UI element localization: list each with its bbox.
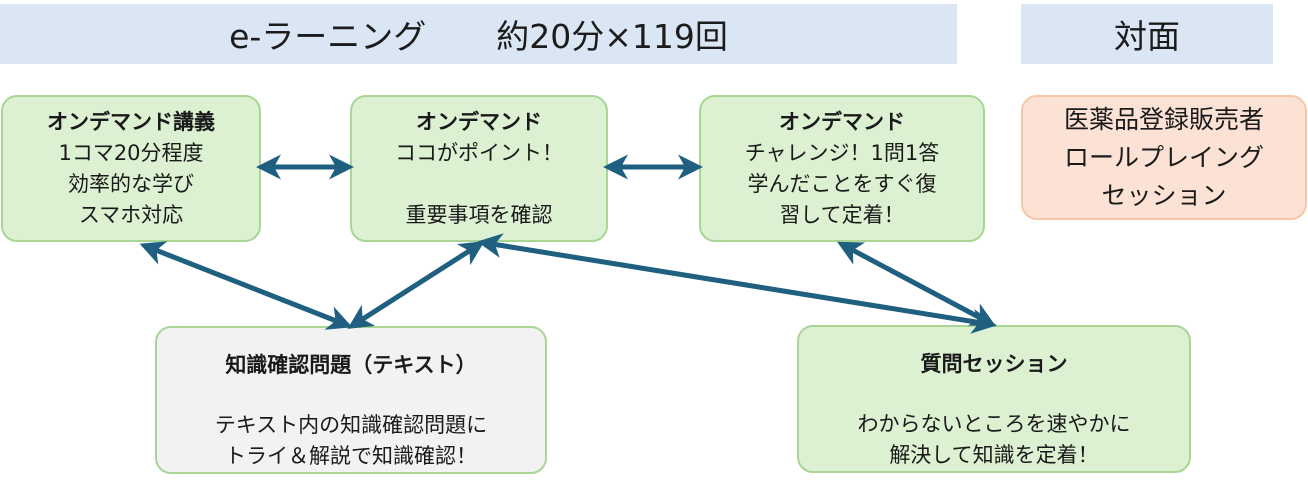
arrow-point-text [347,241,485,329]
box-line: わからないところを速やかに [857,412,1131,436]
box-title: オンデマンド講義 [47,109,215,134]
box-title: 質問セッション [920,352,1068,376]
box-title: 知識確認問題（テキスト） [225,353,477,377]
box-line: セッション [1101,180,1227,210]
box-line: チャレンジ！1問1答 [744,140,940,165]
elearning-banner: e-ラーニング 約20分×119回 [0,4,957,64]
arrow-lecture-text [139,241,353,330]
on-demand-challenge-box: オンデマンド チャレンジ！1問1答 学んだことをすぐ復 習して定着！ [699,95,985,242]
box-line: 重要事項を確認 [405,202,553,227]
box-line: 1コマ20分程度 [58,140,204,165]
box-title: オンデマンド [779,109,905,134]
box-line: スマホ対応 [78,202,184,227]
box-title: オンデマンド [416,109,542,134]
box-line: ロールプレイング [1063,142,1264,172]
text-quiz-box: 知識確認問題（テキスト） テキスト内の知識確認問題に トライ＆解説で知識確認！ [155,326,547,474]
box-line: テキスト内の知識確認問題に [214,413,488,437]
box-line: 習して定着！ [779,202,905,227]
box-line: 解決して知識を定着！ [889,443,1099,467]
question-session-box: 質問セッション わからないところを速やかに 解決して知識を定着！ [797,325,1191,473]
box-line: 学んだことをすぐ復 [747,171,937,196]
elearning-label: e-ラーニング [229,17,427,56]
elearning-detail: 約20分×119回 [496,17,728,56]
box-line: ココがポイント！ [395,140,563,165]
face-to-face-label: 対面 [1114,17,1180,56]
box-line: 医薬品登録販売者 [1063,104,1264,134]
box-line: トライ＆解説で知識確認！ [225,444,477,468]
roleplay-session-box: 医薬品登録販売者 ロールプレイング セッション [1021,95,1307,220]
arrow-challenge-question [837,241,996,327]
box-line: 効率的な学び [68,171,194,196]
on-demand-point-box: オンデマンド ココがポイント！ 重要事項を確認 [350,95,608,242]
face-to-face-banner: 対面 [1021,4,1273,64]
on-demand-lecture-box: オンデマンド講義 1コマ20分程度 効率的な学び スマホ対応 [1,95,261,242]
